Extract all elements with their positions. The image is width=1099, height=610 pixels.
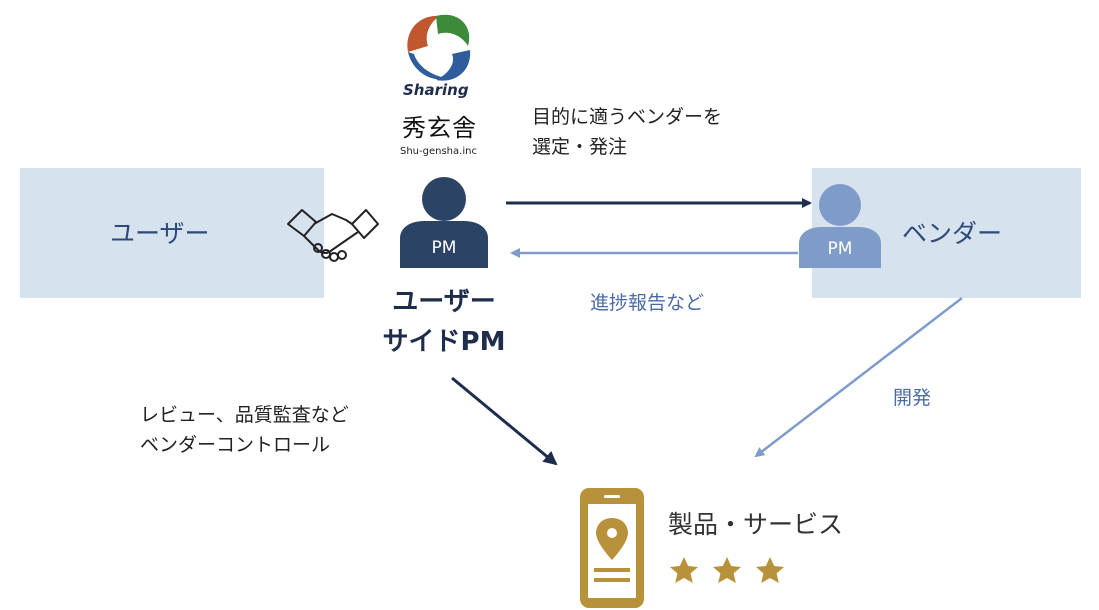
development-arrow bbox=[754, 297, 963, 458]
vendor-pm-icon bbox=[799, 184, 881, 268]
user-box bbox=[20, 168, 324, 298]
vendor-control-label: レビュー、品質監査など ベンダーコントロール bbox=[140, 400, 349, 460]
star-icon bbox=[713, 557, 741, 583]
vendor-control-label-line1: レビュー、品質監査など bbox=[140, 404, 349, 426]
handshake-icon bbox=[287, 209, 379, 262]
user-box-label: ユーザー bbox=[110, 219, 210, 248]
rating-stars bbox=[670, 557, 784, 583]
product-phone-icon bbox=[580, 488, 644, 608]
user-side-pm-title-line1: ユーザー bbox=[392, 287, 496, 317]
vendor-box-label: ベンダー bbox=[902, 219, 1003, 248]
vendor-control-arrow bbox=[451, 376, 558, 466]
sharing-logo-icon bbox=[407, 14, 471, 81]
select-order-label-line1: 目的に適うベンダーを bbox=[532, 106, 723, 128]
logo-name-jp: 秀玄舎 bbox=[402, 114, 477, 142]
star-icon bbox=[670, 557, 698, 583]
progress-report-label: 進捗報告など bbox=[590, 292, 705, 314]
star-icon bbox=[756, 557, 784, 583]
development-label: 開発 bbox=[893, 387, 932, 409]
user-side-pm-title: ユーザー サイドPM bbox=[358, 282, 530, 362]
user-pm-icon bbox=[400, 177, 488, 268]
user-side-pm-title-line2: サイドPM bbox=[382, 327, 506, 357]
vendor-control-label-line2: ベンダーコントロール bbox=[140, 434, 331, 456]
product-label: 製品・サービス bbox=[668, 510, 844, 539]
logo-company: Shu-gensha.inc bbox=[400, 146, 477, 157]
select-order-label: 目的に適うベンダーを 選定・発注 bbox=[532, 102, 722, 162]
select-order-label-line2: 選定・発注 bbox=[532, 136, 628, 158]
logo-name-en: Sharing bbox=[403, 81, 469, 99]
vendor-pm-badge: PM bbox=[827, 239, 853, 259]
user-pm-badge: PM bbox=[431, 238, 457, 258]
